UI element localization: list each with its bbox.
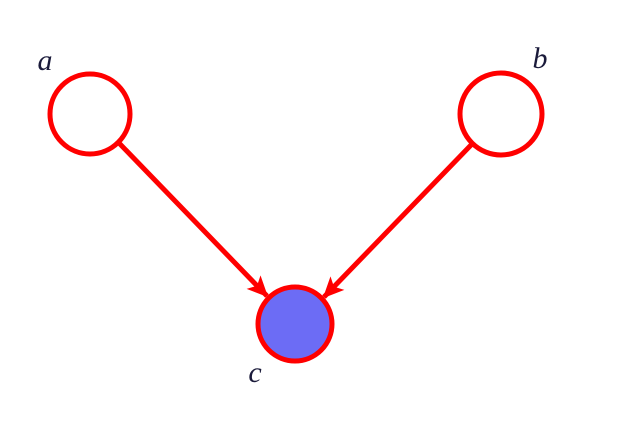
node-c[interactable] xyxy=(255,284,335,364)
node-layer xyxy=(47,70,545,364)
node-label-a: a xyxy=(38,44,53,77)
node-label-c: c xyxy=(248,356,261,389)
node-label-b: b xyxy=(533,42,548,75)
node-a[interactable] xyxy=(47,71,133,157)
label-layer: a b c xyxy=(38,42,548,389)
node-b[interactable] xyxy=(457,70,545,158)
edge-layer xyxy=(117,141,474,299)
edge-a-to-c[interactable] xyxy=(117,141,269,298)
edge-b-to-c[interactable] xyxy=(322,142,474,299)
